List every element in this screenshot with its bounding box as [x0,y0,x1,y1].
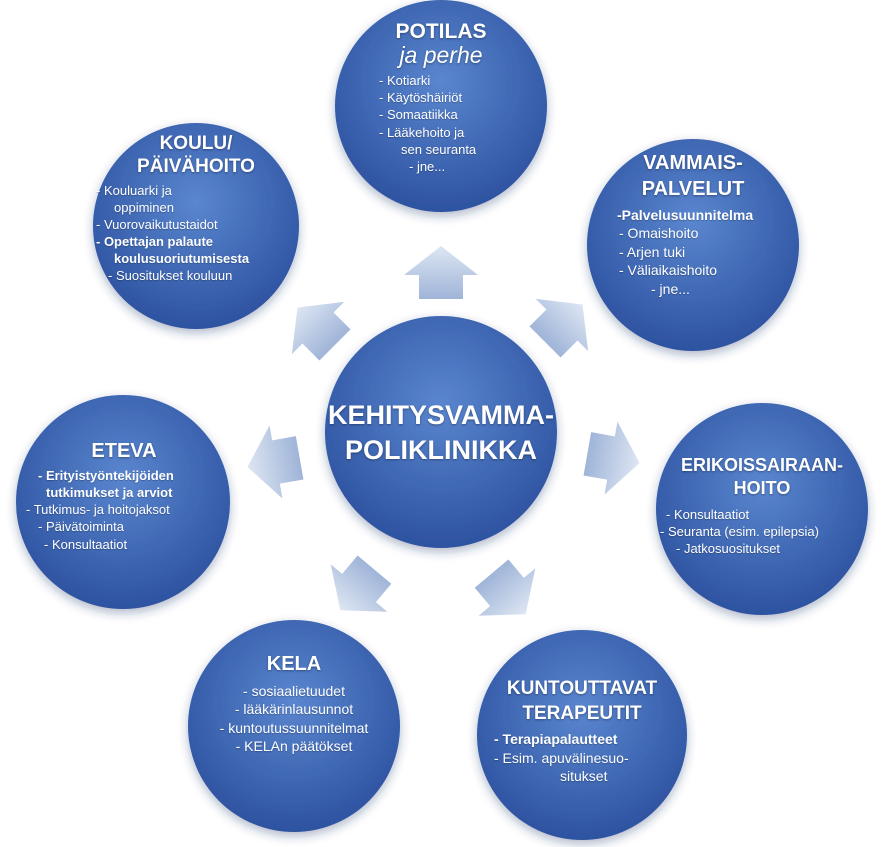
vammais-item: - Arjen tuki [619,243,686,260]
eteva-item: tutkimukset ja arviot [46,485,173,501]
erikois-item: - Jatkosuositukset [676,541,781,557]
kela-item: - kuntoutussuunnitelmat [219,719,369,736]
center-label: KEHITYSVAMMA- POLIKLINIKKA [326,398,556,468]
vammais-block: VAMMAIS- PALVELUT -Palvelusuunnitelma - … [603,150,783,298]
vammais-items: -Palvelusuunnitelma - Omaishoito - Arjen… [603,206,783,298]
kela-block: KELA - sosiaalietuudet - lääkärinlausunn… [194,653,394,756]
erikois-items: - Konsultaatiot - Seuranta (esim. epilep… [654,506,870,557]
koulu-item: - Suositukset kouluun [108,268,233,284]
vammais-item: - Omaishoito [619,225,699,242]
koulu-item: - Kouluarki ja [96,182,172,198]
koulu-circle [93,123,299,329]
potilas-item: - Lääkehoito ja [379,124,465,140]
arrow-to-koulu [291,301,351,361]
arrow-to-eteva [247,425,304,499]
eteva-item: - Tutkimus- ja hoitojaksot [26,502,170,518]
kuntouttavat-item: - Terapiapalautteet [494,731,618,748]
arrow-to-kuntouttavat [474,559,536,616]
erikois-title-line2: HOITO [733,478,791,499]
arrow-to-potilas [404,246,478,299]
center-title-line1: KEHITYSVAMMA- [328,400,554,430]
kuntouttavat-block: KUNTOUTTAVAT TERAPEUTIT - Terapiapalautt… [482,677,682,786]
erikois-circle [656,403,868,615]
potilas-item: sen seuranta [401,141,477,157]
eteva-item: - Konsultaatiot [44,536,128,552]
kela-circle [188,620,400,832]
kela-items: - sosiaalietuudet - lääkärinlausunnot - … [194,682,394,756]
potilas-item: - Käytöshäiriöt [379,90,463,106]
eteva-title: ETEVA [91,440,157,462]
koulu-items: - Kouluarki ja oppiminen - Vuorovaikutus… [96,182,296,285]
koulu-title-line1: KOULU/ [159,133,233,154]
eteva-item: - Erityistyöntekijöiden [38,468,174,483]
kuntouttavat-item: situkset [560,768,608,785]
kela-item: - lääkärinlausunnot [234,701,354,718]
potilas-item: - Kotiarki [379,73,431,89]
potilas-block: POTILAS ja perhe - Kotiarki - Käytöshäir… [351,20,531,175]
potilas-subtitle: ja perhe [399,42,483,69]
vammais-item: - Väliaikaishoito [619,262,718,279]
koulu-block: KOULU/ PÄIVÄHOITO - Kouluarki ja oppimin… [96,133,296,285]
erikois-item: - Seuranta (esim. epilepsia) [660,523,819,539]
eteva-item: - Päivätoiminta [38,519,124,535]
potilas-items: - Kotiarki - Käytöshäiriöt - Somaatiikka… [351,72,531,175]
vammais-title-line1: VAMMAIS- [643,152,743,174]
eteva-circle [16,395,230,609]
arrow-to-vammais [529,298,589,358]
eteva-block: ETEVA - Erityistyöntekijöiden tutkimukse… [18,440,230,553]
koulu-item: koulusuoriutumisesta [114,251,250,267]
arrow-to-kela [330,555,392,612]
koulu-item: - Vuorovaikutustaidot [96,216,218,232]
potilas-item: - Somaatiikka [379,107,458,123]
kuntouttavat-item: - Esim. apuvälinesuo- [494,749,629,766]
vammais-circle [587,139,799,351]
erikois-item: - Konsultaatiot [666,506,750,522]
vammais-item: -Palvelusuunnitelma [617,207,754,223]
vammais-title-line2: PALVELUT [641,178,745,200]
kuntouttavat-title-line1: KUNTOUTTAVAT [506,678,658,699]
koulu-item: oppiminen [114,199,174,215]
kuntouttavat-items: - Terapiapalautteet - Esim. apuvälinesuo… [482,730,682,785]
arrow-to-erikois [583,421,640,495]
center-circle [325,316,557,548]
potilas-title: POTILAS [395,20,487,43]
koulu-item: - Opettajan palaute [96,234,214,250]
kuntouttavat-title-line2: TERAPEUTIT [522,702,642,724]
kela-item: - KELAn päätökset [235,738,353,755]
erikois-title-line1: ERIKOISSAIRAAN- [680,455,843,475]
kela-item: - sosiaalietuudet [243,683,345,699]
potilas-circle [335,0,547,212]
erikois-block: ERIKOISSAIRAAN- HOITO - Konsultaatiot - … [654,454,870,557]
center-title-line2: POLIKLINIKKA [345,435,537,466]
vammais-item: - jne... [651,280,690,297]
koulu-title-line2: PÄIVÄHOITO [137,155,255,177]
eteva-items: - Erityistyöntekijöiden tutkimukset ja a… [18,467,230,553]
potilas-item: - jne... [409,158,446,174]
kuntouttavat-circle [477,630,687,840]
kela-title: KELA [266,653,322,675]
